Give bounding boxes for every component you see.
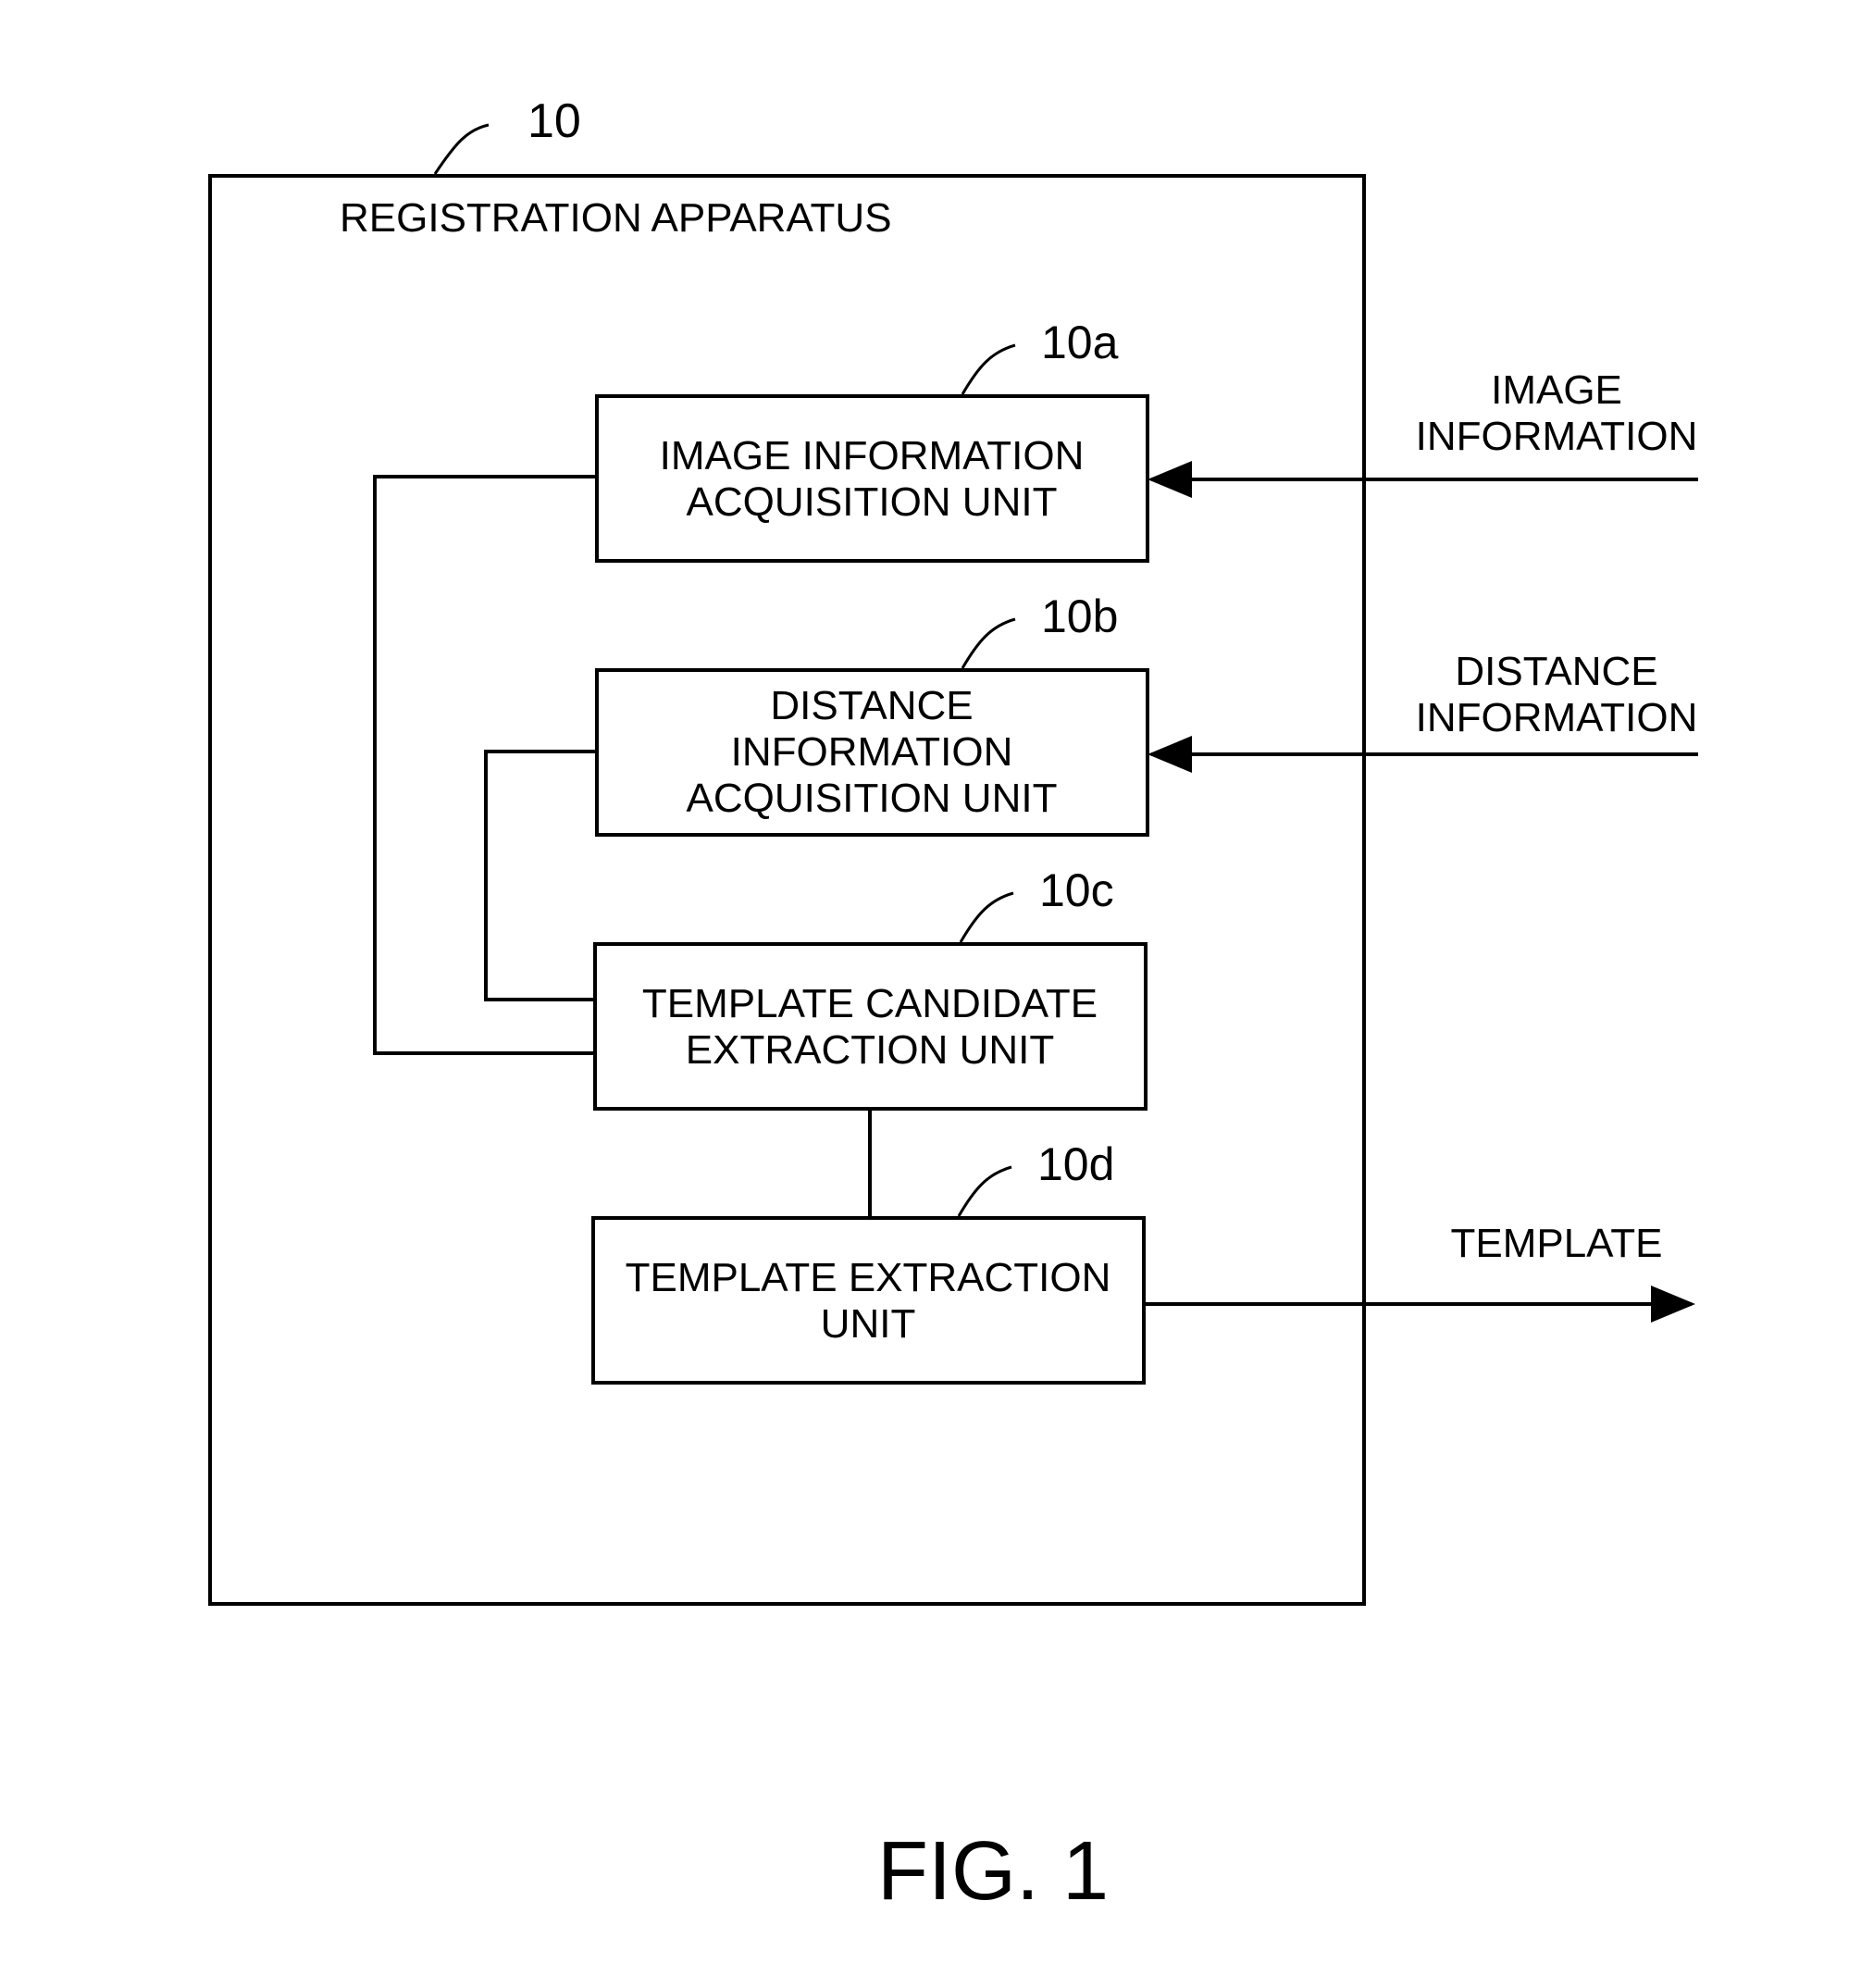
unit-10a-line-1: IMAGE INFORMATION [660,433,1085,478]
image-information-label-line-2: INFORMATION [1416,414,1698,459]
ref-label-10b: 10b [1041,590,1118,642]
ref-label-10a: 10a [1041,317,1119,368]
leader-line-10d [959,1167,1011,1216]
image-information-acquisition-unit-box [597,396,1148,561]
ref-label-10: 10 [527,94,581,148]
ref-label-10d: 10d [1037,1138,1114,1190]
connector-10b-to-10c [486,752,597,1000]
unit-10c-line-2: EXTRACTION UNIT [686,1027,1054,1073]
ref-label-10c: 10c [1039,864,1114,916]
leader-line-10b [962,619,1015,668]
image-information-label-line-1: IMAGE [1491,367,1622,413]
unit-10a-line-2: ACQUISITION UNIT [687,479,1058,525]
distance-information-label-line-1: DISTANCE [1455,649,1657,694]
leader-line-10c [961,893,1013,942]
figure-caption: FIG. 1 [877,1825,1109,1918]
unit-10d-line-2: UNIT [821,1301,916,1347]
unit-10d-line-1: TEMPLATE EXTRACTION [626,1255,1111,1300]
leader-line-10 [435,125,489,174]
template-output-label: TEMPLATE [1450,1221,1662,1266]
distance-information-label-line-2: INFORMATION [1416,695,1698,740]
template-extraction-unit-box [593,1218,1144,1383]
unit-10c-line-1: TEMPLATE CANDIDATE [642,981,1098,1026]
leader-line-10a [962,345,1015,394]
unit-10b-line-2: INFORMATION [731,729,1013,775]
apparatus-title: REGISTRATION APPARATUS [340,195,892,241]
template-candidate-extraction-unit-box [595,944,1146,1109]
registration-apparatus-box [210,176,1364,1604]
unit-10b-line-1: DISTANCE [770,683,973,728]
unit-10b-line-3: ACQUISITION UNIT [687,776,1058,821]
